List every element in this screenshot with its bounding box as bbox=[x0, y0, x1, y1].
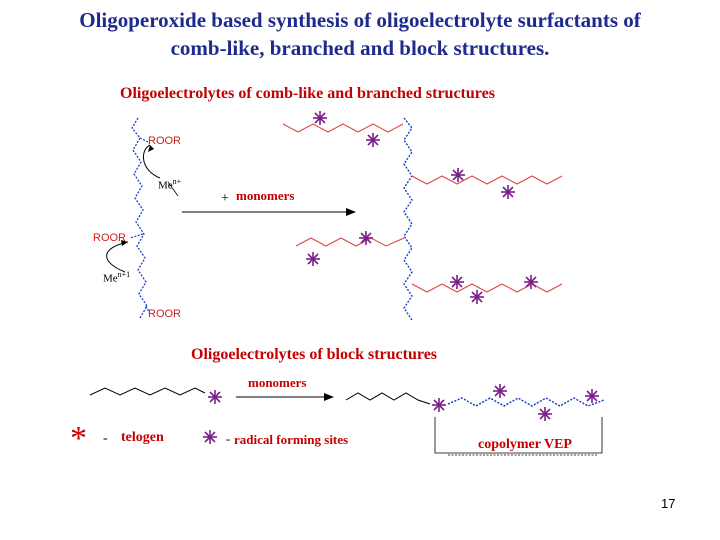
radical-star-icon bbox=[312, 110, 328, 126]
legend-dash: - bbox=[226, 431, 231, 446]
radical-star-icon bbox=[537, 406, 553, 422]
radical-star-icon bbox=[365, 132, 381, 148]
telogen-star-icon bbox=[207, 389, 223, 405]
metal-label-1: Men+ bbox=[158, 177, 181, 192]
radical-star-icon bbox=[492, 383, 508, 399]
title-line-1: Oligoperoxide based synthesis of oligoel… bbox=[79, 8, 641, 32]
telogen-legend-star-icon: * bbox=[70, 420, 87, 457]
legend-dash: - bbox=[103, 431, 108, 446]
metal-symbol: Me bbox=[103, 272, 118, 285]
radical-star-icon bbox=[305, 251, 321, 267]
radical-star-icon bbox=[523, 274, 539, 290]
metal-label-2: Men+1 bbox=[103, 270, 130, 285]
page-number: 17 bbox=[661, 496, 676, 511]
title-line-2: comb-like, branched and block structures… bbox=[170, 36, 550, 60]
legend-telogen-label: telogen bbox=[121, 430, 164, 445]
telogen-star-icon bbox=[431, 397, 447, 413]
radical-star-icon bbox=[449, 274, 465, 290]
radical-star-icon bbox=[450, 167, 466, 183]
radical-star-icon bbox=[584, 388, 600, 404]
block-structures-heading: Oligoelectrolytes of block structures bbox=[191, 346, 438, 363]
metal-charge: n+1 bbox=[117, 270, 131, 279]
comb-product bbox=[282, 110, 563, 321]
comb-structures-heading: Oligoelectrolytes of comb-like and branc… bbox=[120, 85, 495, 102]
legend-radical-star-icon bbox=[202, 429, 218, 445]
radical-star-icon bbox=[358, 230, 374, 246]
reaction-arrow-bottom-head bbox=[324, 393, 334, 401]
legend-radical-label: radical forming sites bbox=[234, 432, 349, 447]
roor-label-2: ROOR bbox=[93, 232, 126, 244]
oligoperoxide-backbone bbox=[106, 117, 179, 319]
roor-label-1: ROOR bbox=[148, 135, 181, 147]
monomers-label-top: monomers bbox=[236, 188, 295, 203]
roor-label-3: ROOR bbox=[148, 308, 181, 320]
radical-star-icon bbox=[500, 184, 516, 200]
copolymer-label: copolymer VEP bbox=[478, 437, 572, 452]
radical-star-icon bbox=[469, 289, 485, 305]
monomers-label-bottom: monomers bbox=[248, 375, 307, 390]
reaction-arrow-top-head bbox=[346, 208, 356, 216]
metal-symbol: Me bbox=[158, 179, 173, 192]
metal-charge: n+ bbox=[172, 177, 182, 186]
slide-title: Oligoperoxide based synthesis of oligoel… bbox=[10, 6, 710, 62]
plus-sign: + bbox=[221, 191, 229, 206]
block-scheme bbox=[89, 383, 605, 456]
